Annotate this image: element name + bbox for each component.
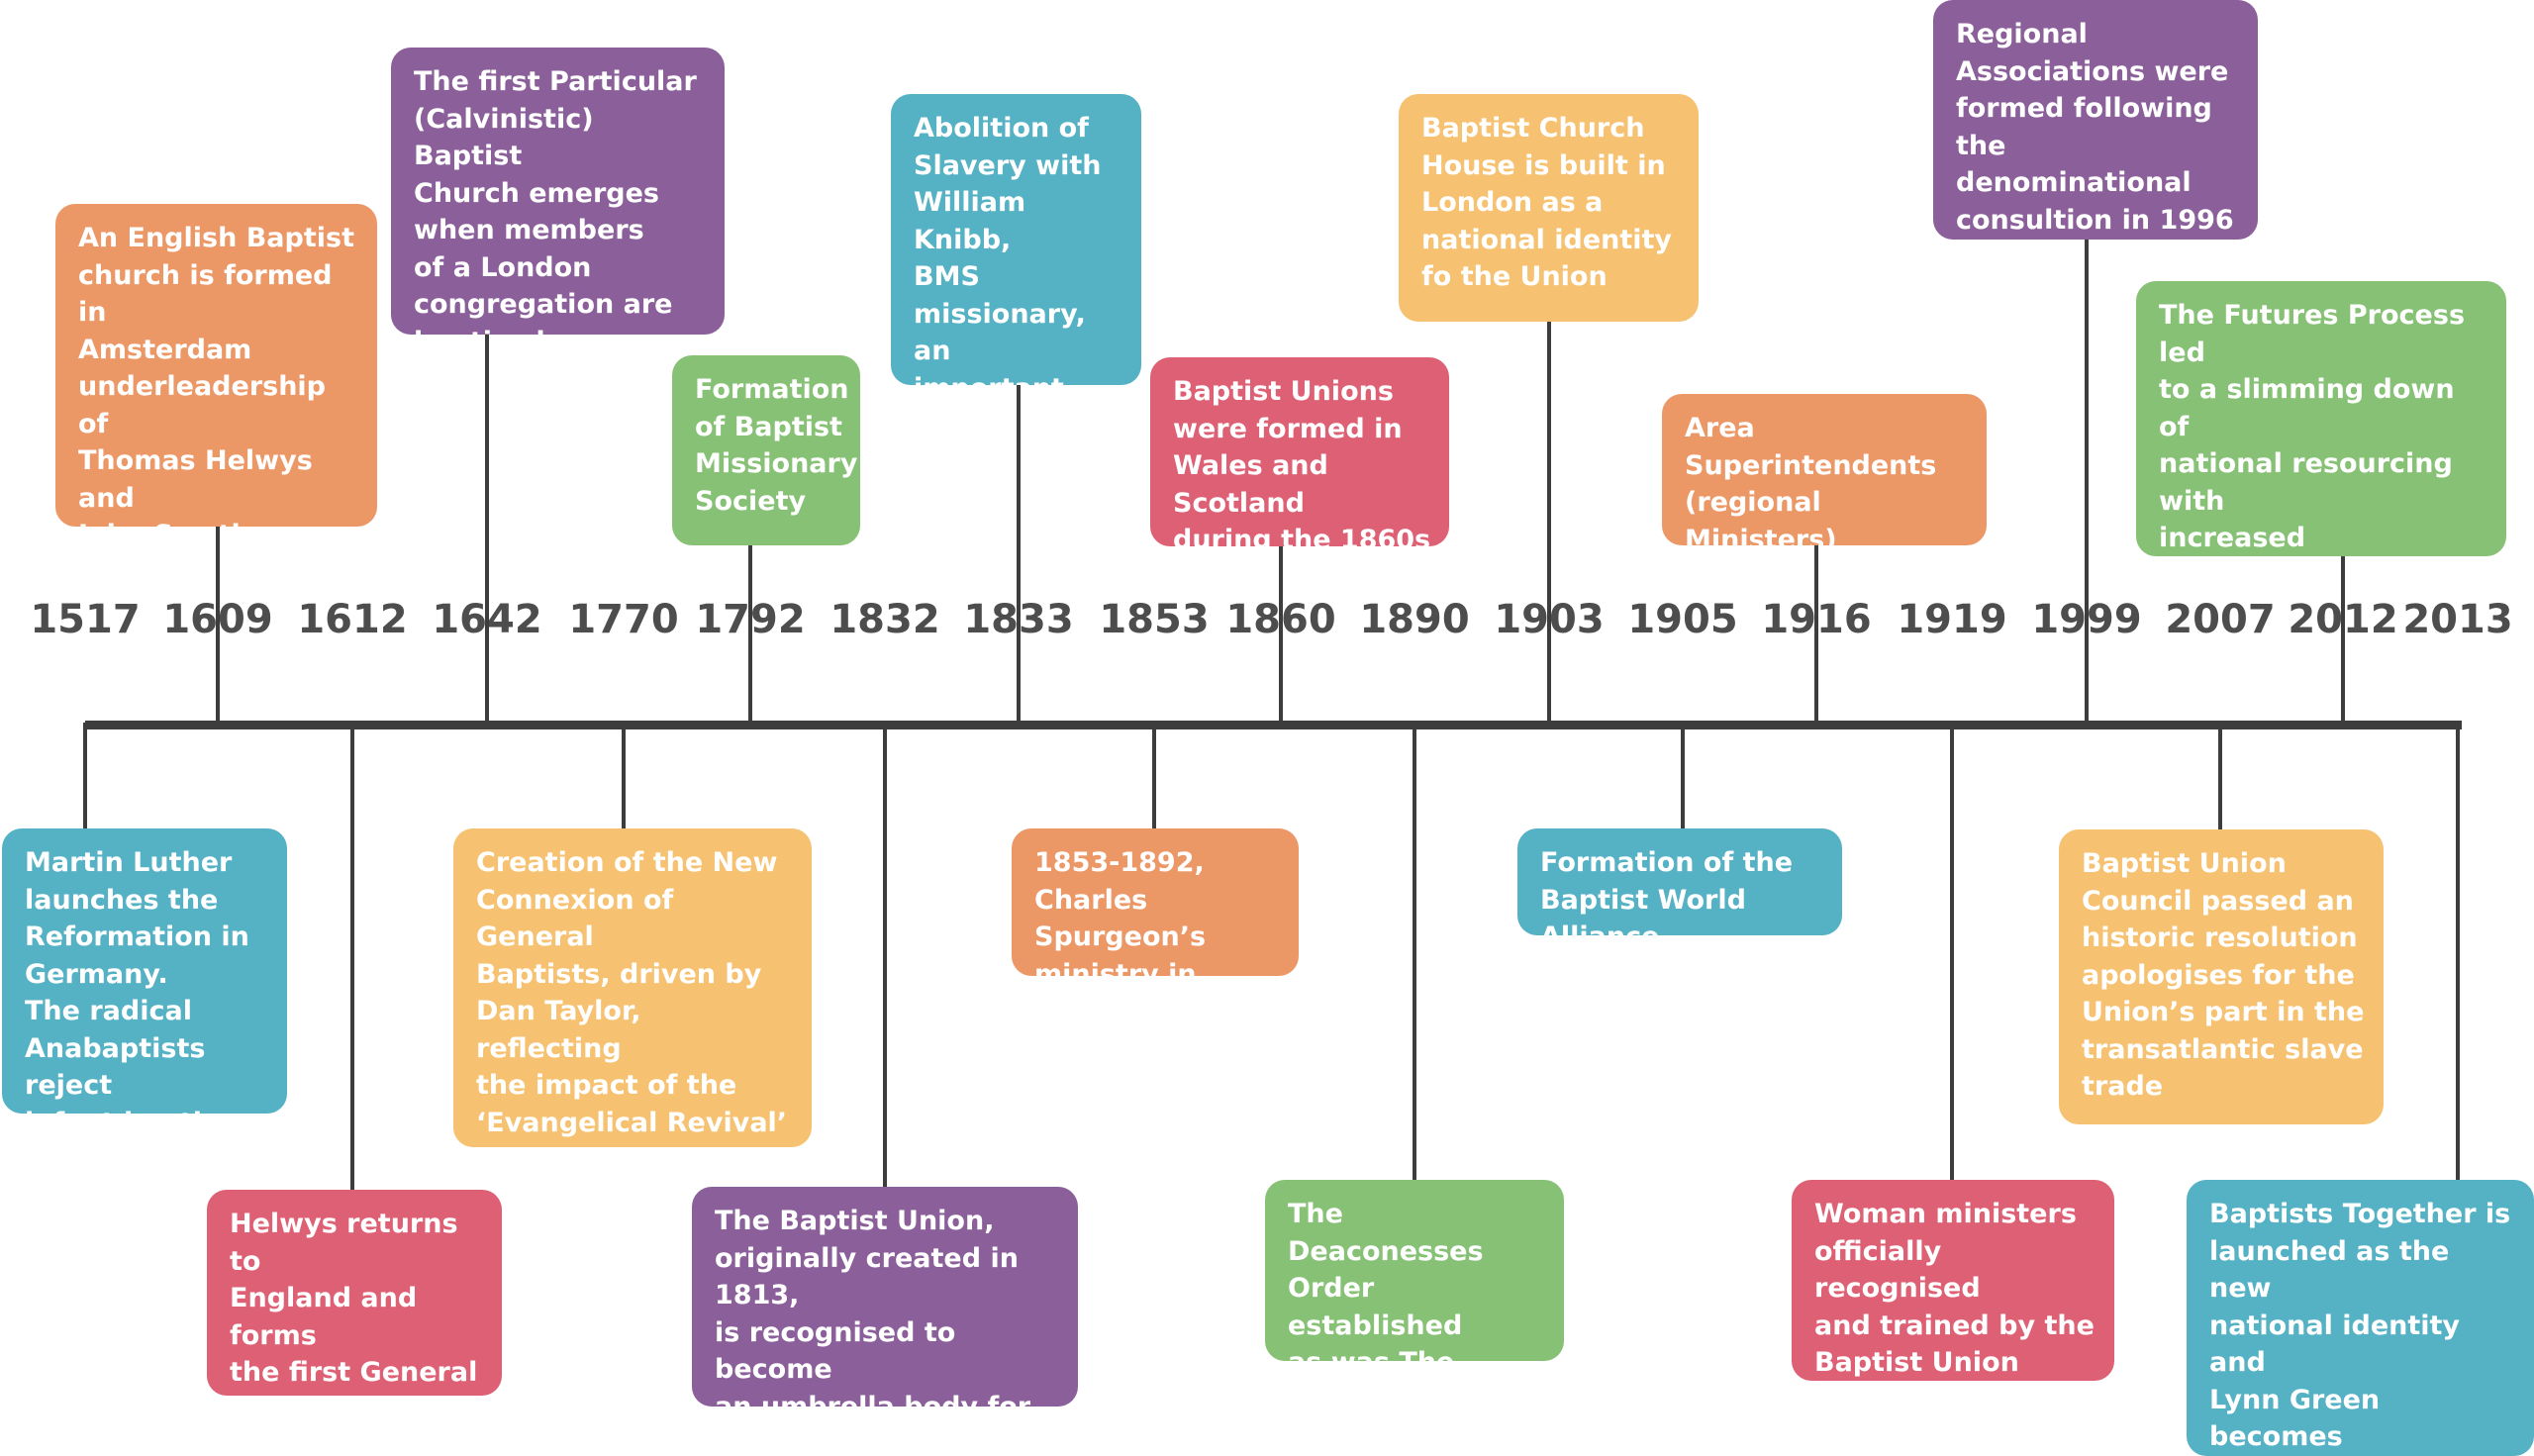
connector-1770 xyxy=(622,723,626,834)
connector-1903 xyxy=(1547,316,1551,723)
event-box-1770: Creation of the New Connexion of General… xyxy=(453,828,812,1147)
connector-2007 xyxy=(2218,723,2222,835)
event-box-1792: Formation of Baptist Missionary Society xyxy=(672,355,860,545)
event-box-2013: Baptists Together is launched as the new… xyxy=(2187,1180,2534,1456)
connector-1792 xyxy=(748,539,752,723)
year-label-1770: 1770 xyxy=(568,597,679,642)
year-label-1905: 1905 xyxy=(1627,597,1738,642)
event-box-1833: Abolition of Slavery with William Knibb,… xyxy=(891,94,1141,385)
event-box-1612: Helwys returns to England and forms the … xyxy=(207,1190,502,1396)
timeline-axis xyxy=(85,721,2462,729)
year-label-1612: 1612 xyxy=(297,597,408,642)
connector-1832 xyxy=(883,723,887,1193)
year-label-1890: 1890 xyxy=(1359,597,1470,642)
event-box-1609: An English Baptist church is formed in A… xyxy=(55,204,377,527)
event-box-1999: Regional Associations were formed follow… xyxy=(1933,0,2258,240)
year-label-1832: 1832 xyxy=(829,597,940,642)
event-box-1517: Martin Luther launches the Reformation i… xyxy=(2,828,287,1114)
year-label-1919: 1919 xyxy=(1897,597,2007,642)
event-box-2007: Baptist Union Council passed an historic… xyxy=(2059,829,2384,1124)
event-box-1916: Area Superintendents (regional Ministers… xyxy=(1662,394,1987,545)
event-box-1890: The Deaconesses Order established as was… xyxy=(1265,1180,1564,1361)
connector-2012 xyxy=(2341,550,2345,723)
connector-1517 xyxy=(83,723,87,834)
year-label-2007: 2007 xyxy=(2165,597,2276,642)
event-box-1903: Baptist Church House is built in London … xyxy=(1399,94,1699,322)
event-box-1853: 1853-1892, Charles Spurgeon’s ministry i… xyxy=(1012,828,1299,976)
event-box-1832: The Baptist Union, originally created in… xyxy=(692,1187,1078,1407)
event-box-1642: The first Particular (Calvinistic) Bapti… xyxy=(391,48,725,335)
connector-1890 xyxy=(1413,723,1416,1186)
connector-1905 xyxy=(1681,723,1685,834)
year-label-1853: 1853 xyxy=(1099,597,1210,642)
connector-1612 xyxy=(350,723,354,1196)
year-label-1517: 1517 xyxy=(30,597,141,642)
event-box-1905: Formation of the Baptist World Alliance xyxy=(1517,828,1842,935)
year-label-2013: 2013 xyxy=(2402,597,2513,642)
connector-2013 xyxy=(2456,723,2460,1186)
event-box-1919: Woman ministers officially recognised an… xyxy=(1792,1180,2114,1381)
connector-1860 xyxy=(1279,540,1283,723)
event-box-2012: The Futures Process led to a slimming do… xyxy=(2136,281,2506,556)
connector-1833 xyxy=(1017,379,1021,723)
connector-1999 xyxy=(2085,234,2089,723)
connector-1642 xyxy=(485,329,489,723)
connector-1916 xyxy=(1814,539,1818,723)
connector-1609 xyxy=(216,521,220,723)
connector-1853 xyxy=(1152,723,1156,834)
event-box-1860: Baptist Unions were formed in Wales and … xyxy=(1150,357,1449,546)
connector-1919 xyxy=(1950,723,1954,1186)
